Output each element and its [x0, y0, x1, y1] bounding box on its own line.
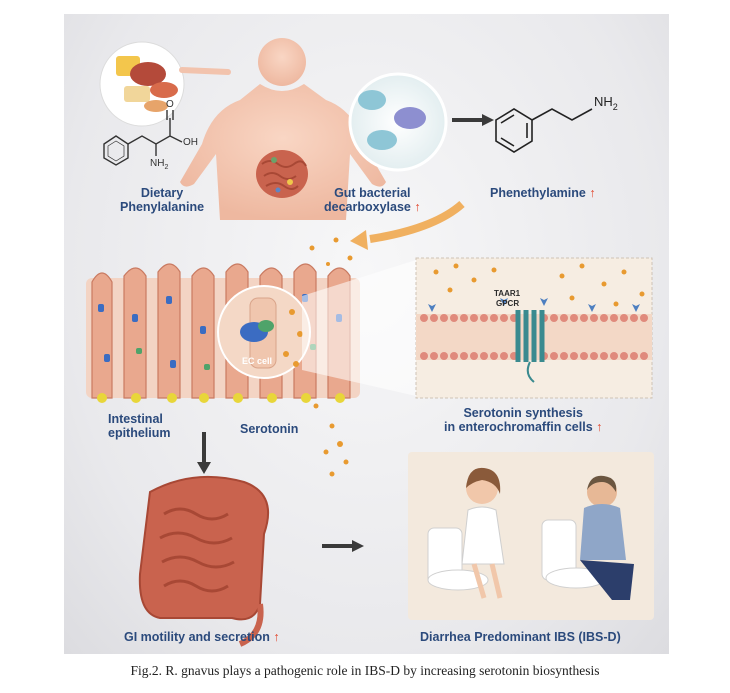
figure-caption: Fig.2. R. gnavus plays a pathogenic role…	[130, 663, 600, 678]
intestine-illustration	[138, 475, 269, 647]
arrow-down	[197, 432, 211, 474]
up-arrow-icon: ↑	[414, 200, 421, 214]
illustration: OH O NH2 NH2	[86, 38, 654, 647]
phe-nh2-label: NH2	[150, 158, 168, 171]
up-arrow-icon: ↑	[589, 186, 596, 200]
arrow-to-phenethylamine	[452, 114, 494, 126]
patients-panel	[408, 452, 654, 620]
phenethylamine-label: Phenethylamine ↑	[490, 186, 596, 200]
ibs-d-label: Diarrhea Predominant IBS (IBS-D)	[420, 630, 621, 644]
gi-motility-label: GI motility and secretion ↑	[124, 630, 280, 644]
intestinal-epithelium-label: Intestinal epithelium	[108, 412, 171, 440]
epithelium	[86, 263, 360, 403]
taar1-label: TAAR1	[494, 289, 521, 298]
body-intestine	[256, 150, 308, 198]
phenethylamine-structure	[495, 108, 593, 153]
gpcr-label: GPCR	[496, 299, 519, 308]
up-arrow-icon: ↑	[596, 420, 603, 434]
serotonin-synthesis-label: Serotonin synthesis in enterochromaffin …	[444, 406, 603, 434]
serotonin-label: Serotonin	[240, 422, 299, 436]
zoom-connector	[302, 260, 416, 396]
dietary-phenylalanine-label: Dietary Phenylalanine	[120, 186, 205, 214]
receptor-panel	[415, 257, 653, 399]
bacteria-bubble	[348, 72, 448, 172]
gut-bacterial-label: Gut bacterial decarboxylase ↑	[324, 186, 421, 214]
up-arrow-icon: ↑	[273, 630, 280, 644]
oh-label: OH	[183, 137, 198, 148]
ec-cell-label: EC cell	[242, 356, 272, 366]
pea-nh2-label: NH2	[594, 94, 618, 112]
figure-panel: OH O NH2 NH2	[64, 14, 669, 654]
food-bubble	[99, 41, 231, 127]
phenylalanine-structure	[103, 110, 183, 166]
arrow-right	[322, 540, 364, 552]
serotonin-dots	[309, 237, 353, 477]
o-label: O	[166, 99, 174, 110]
arrow-orange-curve	[350, 200, 465, 250]
